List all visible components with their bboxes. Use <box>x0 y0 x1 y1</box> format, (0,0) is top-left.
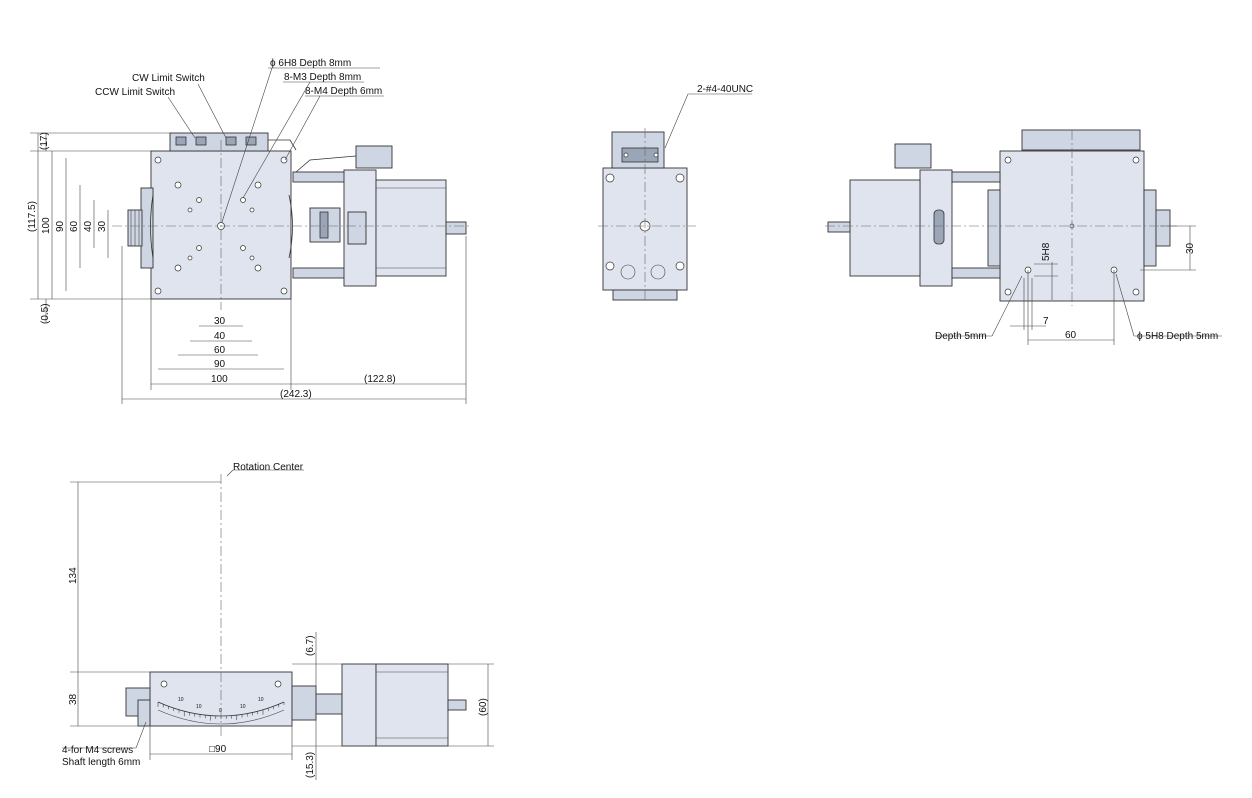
dim-0-5: (0.5) <box>40 303 51 324</box>
scale-label-10-c: 10 <box>240 704 246 710</box>
screws-callout-line1: 4-for M4 screws <box>62 745 133 756</box>
dim-40-horizontal: 40 <box>214 331 226 342</box>
dim-30-vertical: 30 <box>97 220 108 232</box>
front-view <box>598 93 752 301</box>
dim-30-horizontal: 30 <box>214 316 226 327</box>
pin-5h8-callout: ϕ 5H8 Depth 5mm <box>1137 331 1218 342</box>
dim-117-5: (117.5) <box>27 201 38 232</box>
scale-label-10-b: 10 <box>196 704 202 710</box>
cw-limit-switch-callout: CW Limit Switch <box>132 73 205 84</box>
dim-242-3: (242.3) <box>280 389 312 400</box>
scale-label-10-d: 10 <box>258 697 264 703</box>
side-flange <box>341 663 377 747</box>
dim-40-vertical: 40 <box>83 220 94 232</box>
dim-100-vertical: 100 <box>41 217 52 234</box>
dim-square-90: □90 <box>209 744 227 755</box>
unc-thread-callout: 2-#4-40UNC <box>697 84 753 95</box>
m4-thread-callout: 8-M4 Depth 6mm <box>305 86 382 97</box>
scale-label-10-a: 10 <box>178 697 184 703</box>
screws-callout-line2: Shaft length 6mm <box>62 757 140 768</box>
dim-17: (17) <box>39 132 50 150</box>
stage-side-block <box>140 187 154 269</box>
side-view <box>62 469 494 780</box>
dim-100-horizontal: 100 <box>211 374 228 385</box>
dim-60-side: (60) <box>478 698 489 716</box>
dim-15-3: (15.3) <box>305 752 316 778</box>
dim-60-vertical: 60 <box>69 220 80 232</box>
dim-60-bottom: 60 <box>1065 330 1077 341</box>
dim-134: 134 <box>68 567 79 584</box>
dim-90-horizontal: 90 <box>214 359 226 370</box>
dim-60-horizontal: 60 <box>214 345 226 356</box>
bottom-motor <box>849 179 921 277</box>
m3-thread-callout: 8-M3 Depth 8mm <box>284 72 361 83</box>
dim-6-7: (6.7) <box>305 635 316 656</box>
rotation-center-callout: Rotation Center <box>233 462 304 473</box>
side-motor <box>375 663 449 747</box>
dim-38: 38 <box>68 693 79 705</box>
top-view <box>30 67 470 404</box>
dim-122-8: (122.8) <box>364 374 396 385</box>
dim-90-vertical: 90 <box>55 220 66 232</box>
pin-hole-callout: ϕ 6H8 Depth 8mm <box>270 58 351 69</box>
stepper-motor <box>375 179 447 277</box>
connector <box>355 145 393 169</box>
scale-label-0: 0 <box>219 708 222 714</box>
dim-5h8: 5H8 <box>1041 242 1052 261</box>
motor-shaft <box>445 221 467 235</box>
bottom-view <box>825 129 1222 345</box>
dim-7: 7 <box>1043 316 1049 327</box>
ccw-limit-switch-callout: CCW Limit Switch <box>95 87 175 98</box>
depth-callout: Depth 5mm <box>935 331 987 342</box>
dim-30-bottom: 30 <box>1185 242 1196 254</box>
